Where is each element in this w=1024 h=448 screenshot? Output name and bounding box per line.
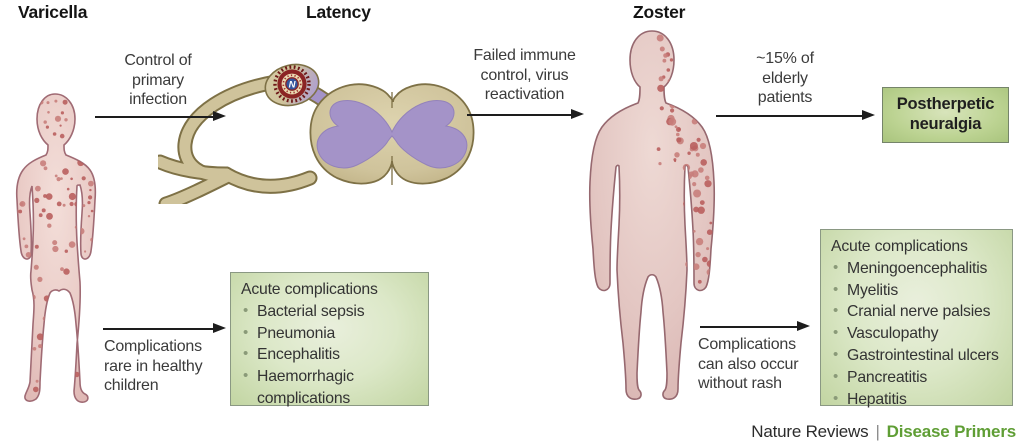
complications-list: Bacterial sepsis Pneumonia Encephalitis … — [241, 301, 418, 410]
arrow-control-of-primary-infection — [95, 111, 226, 121]
label-adult-complications: Complications can also occur without ras… — [698, 336, 799, 393]
stage-label-zoster: Zoster — [633, 2, 686, 22]
adult-body-silhouette — [588, 30, 716, 400]
label-elderly-patients: ~15% of elderly patients — [756, 50, 814, 107]
latency-spinal-cord-illustration: N — [158, 63, 475, 204]
complications-list: Meningoencephalitis Myelitis Cranial ner… — [831, 258, 1002, 411]
virion-core — [285, 77, 299, 91]
list-item: Haemorrhagic complications — [241, 366, 418, 410]
adult-zoster-figure-illustration — [588, 30, 716, 400]
virion-spikes — [273, 65, 311, 103]
list-item: Pneumonia — [241, 323, 418, 345]
list-item: Vasculopathy — [831, 323, 1002, 345]
zoster-acute-complications-box: Acute complications Meningoencephalitis … — [820, 229, 1013, 409]
footer-separator: | — [875, 422, 880, 441]
footer-brand: Disease Primers — [886, 422, 1017, 441]
nerve-fill — [158, 76, 316, 204]
list-item: Bacterial sepsis — [241, 301, 418, 323]
list-item: Meningoencephalitis — [831, 258, 1002, 280]
list-item: Cranial nerve palsies — [831, 301, 1002, 323]
arrow-child-complications — [103, 323, 226, 333]
varicella-zoster-virion-icon: N — [273, 65, 311, 103]
box-title: Acute complications — [241, 281, 378, 298]
child-varicella-figure-illustration — [15, 93, 97, 403]
footer-credit: Nature Reviews | Disease Primers — [751, 422, 1016, 442]
postherpetic-neuralgia-box: Postherpetic neuralgia — [882, 87, 1009, 143]
grey-matter-butterfly — [316, 100, 468, 169]
virion-genome-label: N — [289, 79, 297, 90]
list-item: Hepatitis — [831, 389, 1002, 411]
arrow-failed-immune-control — [467, 109, 584, 119]
box-title: Acute complications — [831, 238, 968, 255]
varicella-acute-complications-box: Acute complications Bacterial sepsis Pne… — [230, 272, 429, 407]
list-item: Gastrointestinal ulcers — [831, 345, 1002, 367]
stage-label-latency: Latency — [306, 2, 371, 22]
list-item: Myelitis — [831, 280, 1002, 302]
footer-journal: Nature Reviews — [751, 422, 869, 441]
list-item: Pancreatitis — [831, 367, 1002, 389]
arrow-adult-complications — [700, 321, 810, 331]
list-item: Encephalitis — [241, 344, 418, 366]
label-failed-immune-control: Failed immune control, virus reactivatio… — [473, 47, 576, 104]
stage-label-varicella: Varicella — [18, 2, 88, 22]
arrow-elderly-patients — [716, 110, 875, 120]
label-control-of-primary-infection: Control of primary infection — [124, 52, 192, 109]
virion-capsid-ring — [282, 74, 302, 94]
label-child-complications: Complications rare in healthy children — [104, 338, 203, 395]
